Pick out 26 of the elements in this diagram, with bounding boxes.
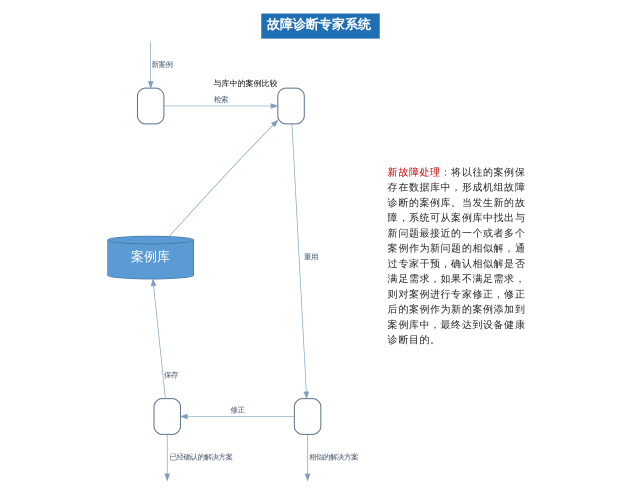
arrow (164, 434, 170, 482)
label: 将以往的案例保 (450, 167, 524, 178)
arrow (168, 119, 278, 236)
label: 过专家干预，确认相似解是否 (387, 258, 524, 270)
arrow (304, 434, 310, 482)
diagram-title: 故障诊断专家系统 (266, 18, 370, 33)
label: 诊断的案例库。当发生新的故 (387, 198, 524, 209)
arrow (150, 278, 166, 399)
label: 案例作为新问题的相似解，通 (387, 244, 524, 255)
arrow (147, 41, 153, 90)
label: 案例库中，最终达到设备健康 (387, 320, 524, 331)
arrow (179, 414, 294, 420)
arrow (291, 124, 309, 400)
label: 新问题最接近的一个或者多个 (387, 228, 524, 240)
node-box (276, 88, 304, 124)
label: 诊断目的。 (387, 334, 440, 346)
label: 存在数据库中，形成机组故障 (387, 182, 524, 194)
node-box (136, 88, 164, 124)
label: 则对案例进行专家修正，修正 (387, 289, 524, 300)
label: 新故障处理： (387, 167, 450, 178)
node-box (153, 398, 180, 435)
label: 后的案例作为新的案例添加到 (387, 304, 524, 316)
node-box (293, 398, 321, 435)
label: 障，系统可从案例库中找出与 (387, 213, 524, 224)
arrow (163, 103, 278, 109)
label: 满足需求，如果不满足需求， (387, 274, 524, 286)
